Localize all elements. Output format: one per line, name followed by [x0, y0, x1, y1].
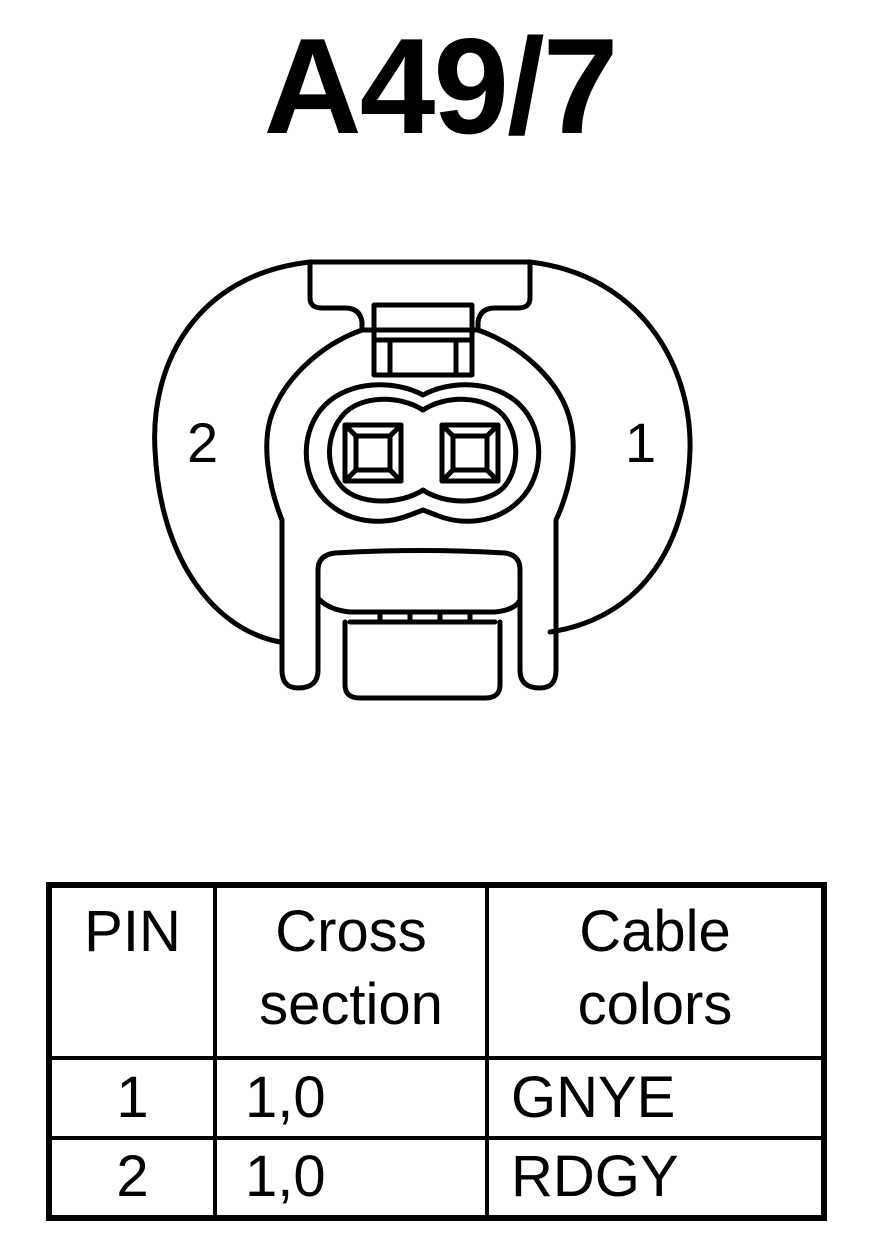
table-row: 2 1,0 RDGY [47, 1136, 826, 1220]
row-cross-section: 1,0 [213, 1056, 489, 1140]
connector-top-latch [307, 259, 533, 333]
connector-inner-body [264, 327, 576, 691]
row-cross-section: 1,0 [213, 1136, 489, 1220]
pin-2-terminal [342, 422, 404, 484]
pin-1-label: 1 [625, 411, 656, 474]
connector-bottom-tab [342, 619, 503, 701]
row-cable-color: RDGY [485, 1136, 826, 1220]
table-row: 1 1,0 GNYE [47, 1056, 826, 1140]
pin-cavity-outline [303, 382, 542, 524]
row-cable-color: GNYE [485, 1056, 826, 1140]
connector-housing-outline [152, 259, 693, 645]
header-pin: PIN [47, 883, 217, 1060]
connector-diagram: 2 1 [152, 259, 693, 701]
pin-1-terminal [439, 422, 501, 484]
pin-2-label: 2 [187, 411, 218, 474]
connector-lower-ridge [317, 597, 523, 615]
connector-title: A49/7 [263, 10, 619, 162]
row-pin: 2 [47, 1136, 217, 1220]
row-pin: 1 [47, 1056, 217, 1140]
